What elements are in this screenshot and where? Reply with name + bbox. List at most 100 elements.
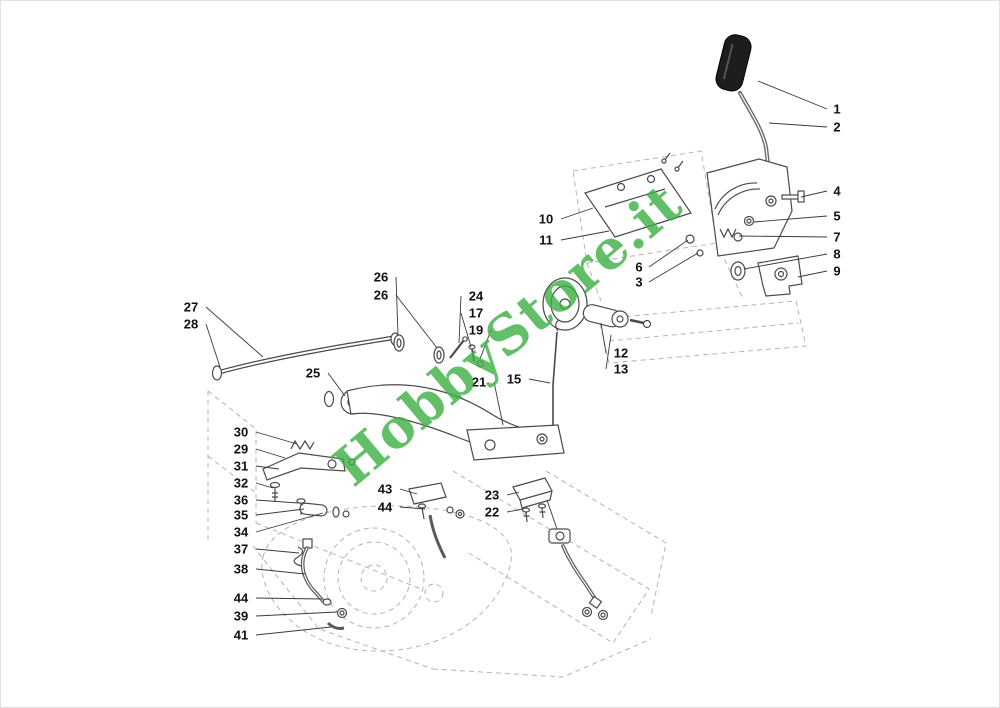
deck-outline (261, 505, 512, 652)
callout-leader (255, 626, 332, 636)
callout-leader (560, 207, 594, 220)
bell-crank-arm (323, 384, 565, 461)
callout-leader (506, 491, 520, 496)
lift-shaft-pulley (542, 277, 652, 331)
callout-number: 8 (833, 247, 840, 262)
callout-leader (743, 253, 828, 270)
callout-number: 1 (833, 102, 840, 117)
callout-leader (493, 381, 504, 426)
washer-item44b (446, 506, 454, 514)
bracket-item43 (408, 482, 447, 505)
callout-number: 44 (234, 591, 249, 606)
callout-number: 32 (234, 476, 248, 491)
screw-item17 (468, 344, 476, 350)
callout-number: 11 (539, 233, 553, 248)
callout-leader (395, 294, 438, 349)
clip-item37 (293, 546, 304, 567)
callout-number: 6 (635, 260, 642, 275)
callout-number: 27 (184, 300, 198, 315)
callout-leader (797, 270, 828, 278)
callout-leader (255, 465, 280, 470)
bolt-item12 (629, 318, 645, 325)
screw-item32 (269, 481, 281, 489)
callout-leader (738, 235, 828, 238)
hose-item38 (300, 546, 326, 604)
callout-leader (648, 239, 689, 268)
lift-lever (715, 34, 771, 175)
callout-number: 3 (635, 275, 642, 290)
callout-leader (255, 448, 286, 459)
callout-leader (399, 506, 426, 510)
spring-item30 (290, 439, 315, 451)
callout-leader (255, 597, 323, 600)
callout-number: 17 (469, 306, 483, 321)
washer-item44a (322, 598, 332, 606)
elbow-item41 (326, 621, 345, 630)
spring-item7 (719, 227, 737, 239)
callout-leader (205, 323, 221, 368)
callout-number: 25 (306, 366, 320, 381)
callout-leader (255, 512, 324, 533)
callout-number: 5 (833, 209, 840, 224)
washer-item19 (476, 360, 484, 368)
pin-item31 (348, 458, 356, 466)
callout-number: 30 (234, 425, 248, 440)
callout-number: 15 (507, 372, 521, 387)
callout-leader (205, 306, 264, 358)
mounting-plate (584, 152, 692, 238)
pivot-pin-item35 (299, 502, 328, 517)
callout-leader (757, 80, 828, 110)
callout-leader (648, 252, 699, 283)
callout-number: 39 (234, 609, 248, 624)
callout-leader (560, 230, 610, 241)
callout-number: 2 (833, 120, 840, 135)
callout-number: 4 (833, 184, 841, 199)
callout-leader (255, 611, 338, 617)
callout-number: 13 (614, 362, 628, 377)
callout-leader (255, 482, 274, 489)
support-bracket (730, 255, 803, 297)
callout-number: 43 (378, 482, 392, 497)
callout-number: 29 (234, 442, 248, 457)
washer-item28 (211, 365, 223, 381)
washers-and-pins (393, 334, 484, 368)
callout-number: 24 (469, 289, 484, 304)
callout-leader (600, 322, 607, 354)
deck-bracket (512, 477, 553, 523)
callout-leader (255, 499, 299, 504)
callout-number: 26 (374, 288, 388, 303)
callout-number: 28 (184, 317, 198, 332)
callout-leader (528, 378, 551, 384)
callout-leader (327, 372, 346, 397)
callout-leader (800, 190, 828, 198)
left-hose (300, 538, 348, 630)
callout-number: 12 (614, 346, 628, 361)
callout-number: 9 (833, 264, 840, 279)
callout-leader (395, 276, 399, 336)
callout-number: 19 (469, 323, 483, 338)
callout-leader (255, 431, 298, 445)
callout-number: 44 (378, 500, 393, 515)
callout-number: 38 (234, 562, 248, 577)
callout-leader (399, 488, 418, 495)
callout-number: 7 (833, 230, 840, 245)
callout-leader (768, 122, 828, 128)
callout-number: 41 (234, 628, 248, 643)
lever-sector-bracket (685, 158, 805, 257)
screw-item22 (521, 507, 531, 513)
callout-leader (458, 295, 462, 344)
callout-number: 23 (485, 488, 499, 503)
pin-item24 (449, 339, 465, 359)
callout-number: 36 (234, 493, 248, 508)
callout-number: 37 (234, 542, 248, 557)
washer-item34 (332, 506, 340, 518)
washer-item6 (685, 234, 695, 244)
callout-leader (506, 508, 524, 513)
right-cable (546, 499, 609, 621)
callout-number: 21 (472, 375, 486, 390)
screw-item36 (296, 498, 306, 504)
callout-leader (255, 568, 306, 575)
